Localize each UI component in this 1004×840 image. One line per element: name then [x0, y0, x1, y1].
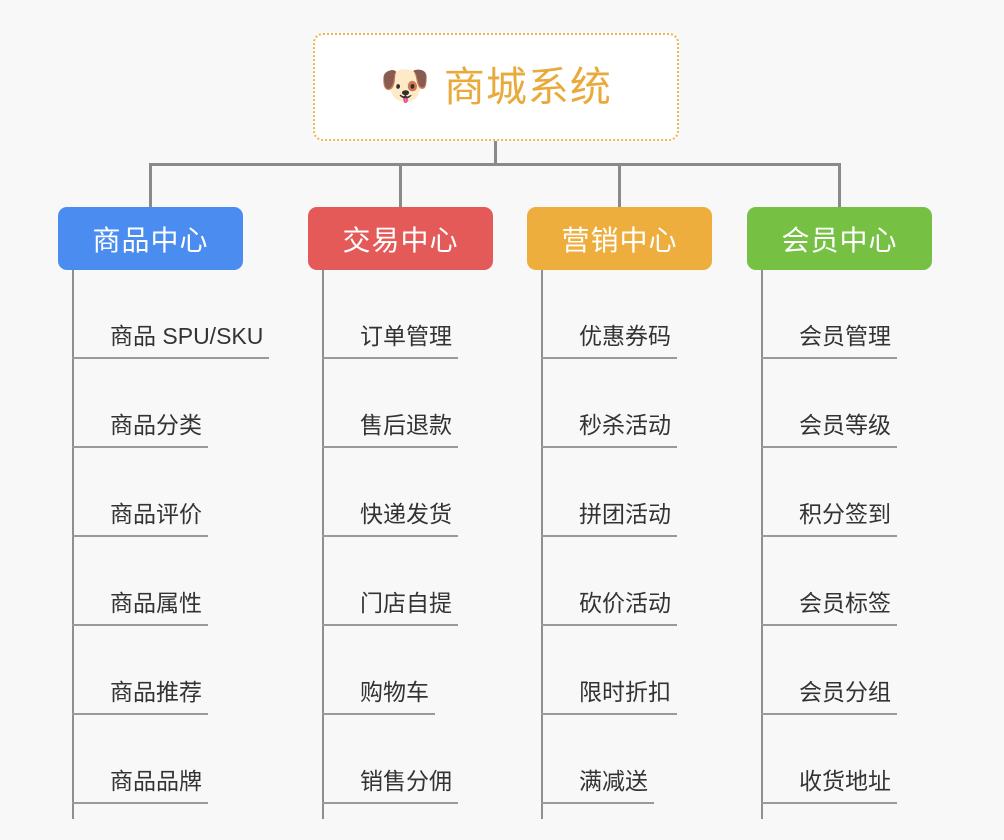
leaf-label: 秒杀活动: [541, 414, 677, 448]
list-item[interactable]: 会员管理: [761, 270, 991, 359]
connector-root-stem: [494, 141, 497, 165]
category-label-product-center: 商品中心: [92, 224, 209, 256]
list-item[interactable]: 满减送: [541, 715, 771, 804]
list-item[interactable]: 订单管理: [322, 270, 552, 359]
leaf-label: 商品品牌: [72, 770, 208, 804]
root-node-mall-system[interactable]: 🐶 商城系统: [313, 33, 679, 141]
category-label-member-center: 会员中心: [781, 224, 898, 256]
category-label-trade-center: 交易中心: [342, 224, 459, 256]
leaf-label: 商品推荐: [72, 681, 208, 715]
list-item[interactable]: 商品属性: [72, 537, 302, 626]
list-item[interactable]: 会员分组: [761, 626, 991, 715]
list-item[interactable]: 购物车: [322, 626, 552, 715]
leaf-label: 收货地址: [761, 770, 897, 804]
list-item[interactable]: 积分签到: [761, 448, 991, 537]
category-box-marketing-center[interactable]: 营销中心: [527, 207, 712, 270]
connector-drop-trade-center: [399, 163, 402, 208]
list-item[interactable]: 收货地址: [761, 715, 991, 804]
category-box-product-center[interactable]: 商品中心: [58, 207, 243, 270]
category-label-marketing-center: 营销中心: [561, 224, 678, 256]
leaf-column-marketing-center: 优惠券码 秒杀活动 拼团活动 砍价活动 限时折扣 满减送: [541, 270, 771, 819]
leaf-label: 商品评价: [72, 503, 208, 537]
leaf-label: 限时折扣: [541, 681, 677, 715]
leaf-label: 会员分组: [761, 681, 897, 715]
connector-drop-product-center: [149, 163, 152, 208]
leaf-label: 售后退款: [322, 414, 458, 448]
leaf-label: 商品分类: [72, 414, 208, 448]
list-item[interactable]: 商品评价: [72, 448, 302, 537]
leaf-label: 快递发货: [322, 503, 458, 537]
leaf-label: 拼团活动: [541, 503, 677, 537]
leaf-label: 会员标签: [761, 592, 897, 626]
leaf-column-product-center: 商品 SPU/SKU 商品分类 商品评价 商品属性 商品推荐 商品品牌: [72, 270, 302, 819]
list-item[interactable]: 砍价活动: [541, 537, 771, 626]
list-item[interactable]: 会员等级: [761, 359, 991, 448]
category-box-trade-center[interactable]: 交易中心: [308, 207, 493, 270]
connector-spine-product-center: [72, 270, 74, 819]
shiba-dog-face-icon: 🐶: [380, 64, 430, 108]
list-item[interactable]: 快递发货: [322, 448, 552, 537]
leaf-label: 商品属性: [72, 592, 208, 626]
list-item[interactable]: 秒杀活动: [541, 359, 771, 448]
list-item[interactable]: 销售分佣: [322, 715, 552, 804]
list-item[interactable]: 商品 SPU/SKU: [72, 270, 302, 359]
leaf-label: 门店自提: [322, 592, 458, 626]
list-item[interactable]: 门店自提: [322, 537, 552, 626]
connector-drop-member-center: [838, 163, 841, 208]
leaf-column-member-center: 会员管理 会员等级 积分签到 会员标签 会员分组 收货地址: [761, 270, 991, 819]
list-item[interactable]: 会员标签: [761, 537, 991, 626]
connector-spine-trade-center: [322, 270, 324, 819]
leaf-label: 满减送: [541, 770, 654, 804]
connector-horizontal-bus: [150, 163, 841, 166]
leaf-label: 砍价活动: [541, 592, 677, 626]
list-item[interactable]: 优惠券码: [541, 270, 771, 359]
leaf-column-trade-center: 订单管理 售后退款 快递发货 门店自提 购物车 销售分佣: [322, 270, 552, 819]
leaf-label: 购物车: [322, 681, 435, 715]
list-item[interactable]: 限时折扣: [541, 626, 771, 715]
leaf-label: 订单管理: [322, 325, 458, 359]
leaf-label: 优惠券码: [541, 325, 677, 359]
list-item[interactable]: 商品分类: [72, 359, 302, 448]
root-node-title: 商城系统: [443, 63, 612, 110]
leaf-label: 商品 SPU/SKU: [72, 325, 270, 359]
leaf-label: 会员管理: [761, 325, 897, 359]
list-item[interactable]: 拼团活动: [541, 448, 771, 537]
list-item[interactable]: 商品推荐: [72, 626, 302, 715]
leaf-label: 积分签到: [761, 503, 897, 537]
list-item[interactable]: 商品品牌: [72, 715, 302, 804]
connector-spine-marketing-center: [541, 270, 543, 819]
list-item[interactable]: 售后退款: [322, 359, 552, 448]
category-box-member-center[interactable]: 会员中心: [747, 207, 932, 270]
connector-spine-member-center: [761, 270, 763, 819]
leaf-label: 会员等级: [761, 414, 897, 448]
leaf-label: 销售分佣: [322, 770, 458, 804]
connector-drop-marketing-center: [618, 163, 621, 208]
